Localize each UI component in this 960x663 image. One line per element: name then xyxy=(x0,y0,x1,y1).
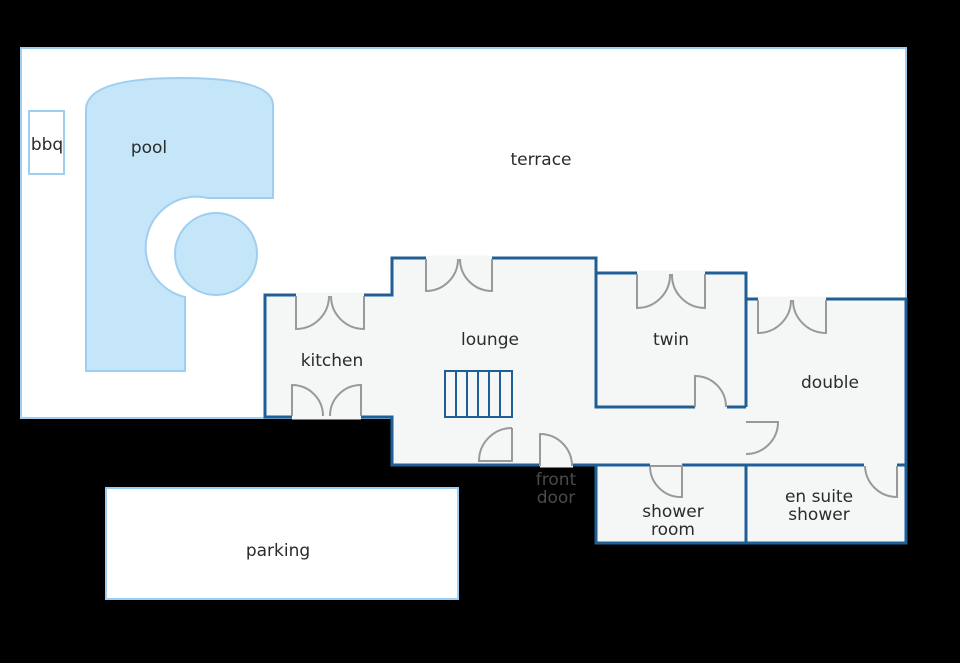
shower-room-door xyxy=(649,465,683,499)
double-door-left xyxy=(757,299,792,335)
lounge-door-left xyxy=(425,258,459,293)
en-suite-label-line1: en suite xyxy=(785,487,853,507)
en-suite-label-line2: shower xyxy=(788,505,849,525)
kitchen-bottom-door-left xyxy=(291,383,324,417)
kitchen-top-door-right xyxy=(330,295,365,331)
twin-inner-door xyxy=(694,374,727,408)
lounge-label: lounge xyxy=(461,330,519,350)
lounge-door-right xyxy=(459,258,493,293)
bbq-label: bbq xyxy=(31,135,63,155)
front-door-label-line2: door xyxy=(537,488,576,508)
pool-label: pool xyxy=(131,138,167,158)
shower-room-label-line1: shower xyxy=(642,502,703,522)
terrace-label: terrace xyxy=(510,150,571,170)
kitchen-top-door-left xyxy=(295,295,330,331)
twin-door-right xyxy=(670,273,706,310)
front-door-label-line1: front xyxy=(536,470,577,490)
twin-door-left xyxy=(636,273,672,310)
double-side-door xyxy=(745,421,780,455)
parking-label: parking xyxy=(246,541,310,561)
en-suite-door xyxy=(864,465,898,499)
front-door xyxy=(539,432,573,467)
twin-label: twin xyxy=(653,330,689,350)
lounge-inner-door xyxy=(477,427,513,462)
spa-pool xyxy=(174,212,258,296)
double-door-right xyxy=(792,299,827,335)
doors xyxy=(291,258,898,499)
parking-area xyxy=(105,487,459,600)
kitchen-bottom-door-right xyxy=(329,383,362,417)
bbq-box xyxy=(28,110,65,175)
interior-walls xyxy=(594,273,906,543)
stairs xyxy=(444,370,513,418)
shower-room-label-line2: room xyxy=(651,520,695,540)
kitchen-label: kitchen xyxy=(301,351,364,371)
door-openings xyxy=(292,255,826,468)
double-label: double xyxy=(801,373,859,393)
pool-shape xyxy=(85,76,274,372)
